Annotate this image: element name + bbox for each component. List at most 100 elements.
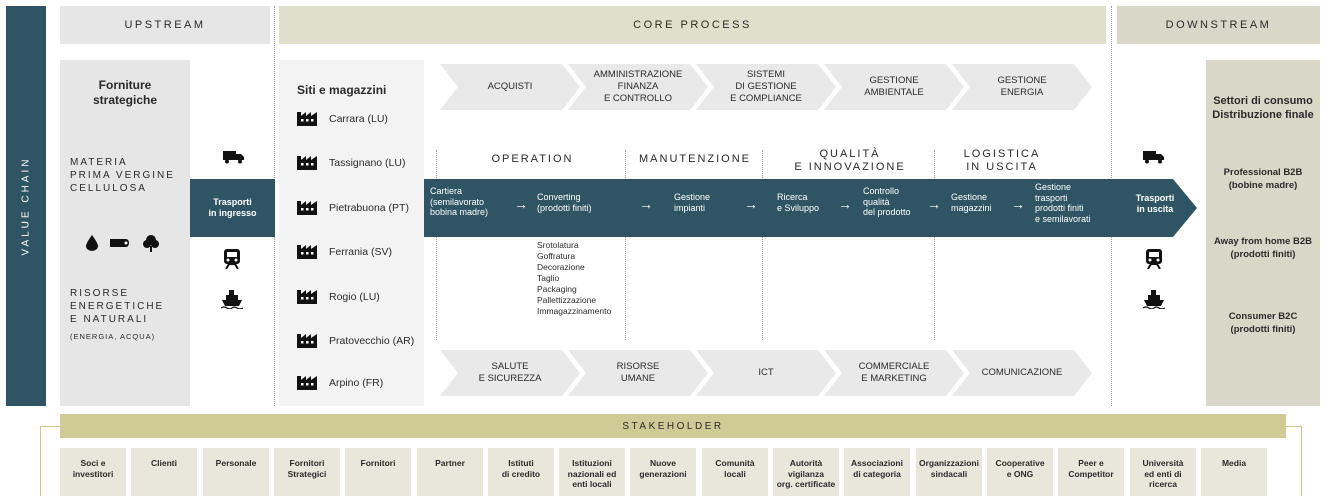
factory-icon	[297, 241, 317, 262]
downstream-item: Consumer B2C (prodotti finiti)	[1228, 311, 1298, 335]
arrow-right-icon: →	[838, 196, 852, 212]
band-gestione-impianti: Gestione impianti	[674, 192, 711, 213]
site-item: Pietrabuona (PT)	[297, 197, 409, 218]
stakeholder-item: Fornitori	[345, 448, 411, 496]
upstream-panel: Forniture strategiche MATERIA PRIMA VERG…	[60, 60, 190, 406]
support-process-chevron: AMMINISTRAZIONE FINANZA E CONTROLLO	[568, 64, 708, 110]
maintenance-header: MANUTENZIONE	[639, 153, 751, 165]
factory-icon	[297, 152, 317, 173]
converting-step: Packaging	[537, 284, 577, 294]
site-label: Arpino (FR)	[329, 376, 384, 389]
support-process-chevron: COMMERCIALE E MARKETING	[824, 350, 964, 396]
support-process-chevron: GESTIONE AMBIENTALE	[824, 64, 964, 110]
site-label: Carrara (LU)	[329, 112, 388, 125]
site-item: Ferrania (SV)	[297, 241, 392, 262]
transport-out-label: Trasporti in uscita	[1135, 193, 1175, 214]
downstream-panel: Settori di consumo Distribuzione finale …	[1206, 60, 1320, 406]
ship-icon	[220, 288, 244, 310]
converting-step: Srotolatura	[537, 240, 579, 250]
stakeholder-item: Comunità locali	[702, 448, 768, 496]
truck-icon	[1142, 148, 1166, 166]
converting-step: Taglio	[537, 273, 560, 283]
factory-icon	[297, 197, 317, 218]
site-label: Rogio (LU)	[329, 290, 380, 303]
stakeholder-item: Personale	[203, 448, 269, 496]
site-label: Pietrabuona (PT)	[329, 201, 409, 214]
tree-icon	[143, 235, 159, 252]
band-ricerca: Ricerca e Sviluppo	[777, 192, 820, 213]
transport-in-box: Trasporti in ingresso	[190, 179, 275, 237]
stakeholder-item: Organizzazioni sindacali	[916, 448, 982, 496]
operation-header: OPERATION	[491, 153, 574, 165]
support-process-chevron: ICT	[696, 350, 836, 396]
converting-step: Goffratura	[537, 251, 576, 261]
stakeholder-item: Istituti di credito	[488, 448, 554, 496]
train-icon	[222, 248, 242, 270]
arrow-right-icon: →	[514, 196, 528, 212]
sites-title: Siti e magazzini	[297, 83, 387, 97]
value-chain-label: VALUE CHAIN	[20, 156, 32, 256]
stakeholder-item: Media	[1201, 448, 1267, 496]
arrow-right-icon: →	[927, 196, 941, 212]
stakeholder-item: Associazioni di categoria	[844, 448, 910, 496]
support-process-chevron: SALUTE E SICUREZZA	[440, 350, 580, 396]
upstream-header: UPSTREAM	[60, 6, 270, 44]
factory-icon	[297, 108, 317, 129]
band-gestione-magazzini: Gestione magazzini	[951, 192, 992, 213]
support-process-chevron: RISORSE UMANE	[568, 350, 708, 396]
factory-icon	[297, 286, 317, 307]
site-item: Pratovecchio (AR)	[297, 330, 414, 351]
energy-resources-label: RISORSE ENERGETICHE E NATURALI	[70, 288, 165, 325]
water-drop-icon	[86, 235, 98, 251]
band-gestione-trasporti: Gestione trasporti prodotti finiti e sem…	[1035, 182, 1091, 224]
site-label: Pratovecchio (AR)	[329, 334, 415, 347]
stakeholder-item: Partner	[417, 448, 483, 496]
arrow-right-icon: →	[639, 196, 653, 212]
support-process-chevron: ACQUISTI	[440, 64, 580, 110]
downstream-item: Away from home B2B (prodotti finiti)	[1213, 236, 1312, 260]
site-label: Tassignano (LU)	[329, 156, 406, 169]
site-item: Arpino (FR)	[297, 372, 383, 393]
raw-material-label: MATERIA PRIMA VERGINE CELLULOSA	[70, 157, 175, 194]
stakeholder-item: Università ed enti di ricerca	[1130, 448, 1196, 496]
downstream-title: Settori di consumo Distribuzione finale	[1212, 95, 1314, 121]
truck-icon	[222, 148, 246, 166]
downstream-header: DOWNSTREAM	[1117, 6, 1320, 44]
arrow-right-icon: →	[1011, 196, 1025, 212]
separator-line	[934, 150, 935, 340]
separator-line	[625, 150, 626, 340]
factory-icon	[297, 372, 317, 393]
resource-icons	[86, 234, 160, 252]
value-chain-bar: VALUE CHAIN	[6, 6, 46, 406]
site-item: Carrara (LU)	[297, 108, 388, 129]
stakeholder-item: Fornitori Strategici	[274, 448, 340, 496]
stakeholder-item: Peer e Competitor	[1058, 448, 1124, 496]
factory-icon	[297, 330, 317, 351]
downstream-item: Professional B2B (bobine madre)	[1223, 167, 1303, 191]
site-label: Ferrania (SV)	[329, 245, 393, 258]
stakeholder-item: Nuove generazioni	[630, 448, 696, 496]
separator-line	[762, 150, 763, 340]
stakeholder-item: Autorità vigilanza org. certificate	[773, 448, 839, 496]
stakeholder-item: Clienti	[131, 448, 197, 496]
upstream-title: Forniture strategiche	[92, 78, 158, 107]
log-icon	[110, 239, 129, 247]
support-process-chevron: SISTEMI DI GESTIONE E COMPLIANCE	[696, 64, 836, 110]
site-item: Rogio (LU)	[297, 286, 380, 307]
energy-resources-sub: (ENERGIA, ACQUA)	[70, 332, 156, 341]
converting-step: Pallettizzazione	[537, 295, 597, 305]
train-icon	[1144, 248, 1164, 270]
band-controllo: Controllo qualità del prodotto	[863, 186, 911, 217]
stakeholder-item: Soci e investitori	[60, 448, 126, 496]
site-item: Tassignano (LU)	[297, 152, 405, 173]
support-process-chevron: COMUNICAZIONE	[952, 350, 1092, 396]
band-cartiera: Cartiera (semilavorato bobina madre)	[430, 186, 489, 217]
separator-line	[436, 150, 437, 340]
support-process-chevron: GESTIONE ENERGIA	[952, 64, 1092, 110]
arrow-right-icon: →	[744, 196, 758, 212]
logistics-header: LOGISTICA IN USCITA	[963, 148, 1041, 173]
stakeholder-item: Cooperative e ONG	[987, 448, 1053, 496]
converting-step: Immagazzinamento	[537, 306, 612, 316]
converting-step: Decorazione	[537, 262, 585, 272]
